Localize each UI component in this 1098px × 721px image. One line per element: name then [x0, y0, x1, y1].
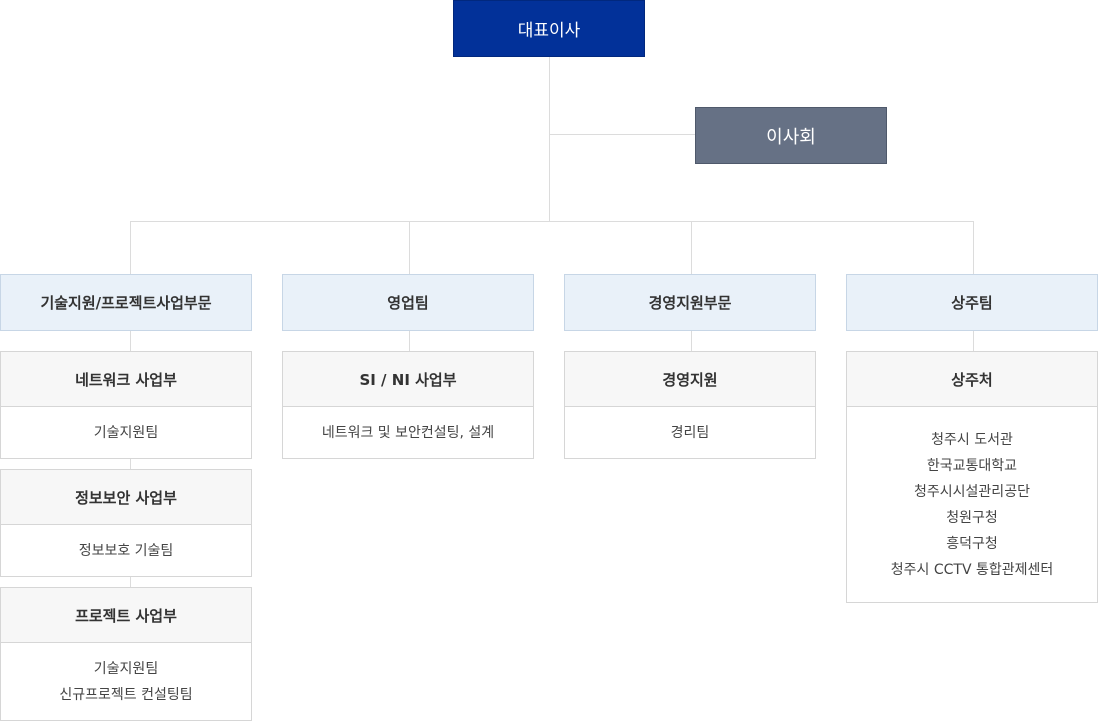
- dept-drop-1: [130, 221, 131, 274]
- unit-title: 경영지원: [565, 352, 815, 407]
- unit-title: 상주처: [847, 352, 1097, 407]
- dept-sales: 영업팀: [282, 274, 534, 331]
- unit-body: 기술지원팀 신규프로젝트 컨설팅팀: [1, 643, 251, 721]
- unit-title: 프로젝트 사업부: [1, 588, 251, 643]
- ceo-label: 대표이사: [517, 21, 581, 41]
- board-box: 이사회: [695, 107, 887, 164]
- team-item: 신규프로젝트 컨설팅팀: [59, 687, 193, 703]
- unit-project: 프로젝트 사업부 기술지원팀 신규프로젝트 컨설팅팀: [0, 587, 252, 721]
- unit-resident-sites: 상주처 청주시 도서관 한국교통대학교 청주시시설관리공단 청원구청 흥덕구청 …: [846, 351, 1098, 603]
- col3-link: [691, 331, 692, 351]
- unit-title: 네트워크 사업부: [1, 352, 251, 407]
- unit-title: SI / NI 사업부: [283, 352, 533, 407]
- dept-drop-3: [691, 221, 692, 274]
- dept-drop-2: [409, 221, 410, 274]
- unit-body: 정보보호 기술팀: [1, 525, 251, 577]
- dept-resident: 상주팀: [846, 274, 1098, 331]
- dept-label: 경영지원부문: [648, 294, 732, 312]
- unit-body: 청주시 도서관 한국교통대학교 청주시시설관리공단 청원구청 흥덕구청 청주시 …: [847, 407, 1097, 603]
- unit-body: 경리팀: [565, 407, 815, 459]
- col1-link-1: [130, 331, 131, 351]
- team-item: 기술지원팀: [93, 425, 159, 441]
- team-item: 경리팀: [670, 425, 710, 441]
- site-item: 청주시 CCTV 통합관제센터: [890, 562, 1054, 578]
- unit-si-ni: SI / NI 사업부 네트워크 및 보안컨설팅, 설계: [282, 351, 534, 459]
- team-item: 네트워크 및 보안컨설팅, 설계: [321, 425, 495, 441]
- board-connector: [549, 134, 695, 135]
- col1-link-3: [130, 577, 131, 587]
- unit-management-support: 경영지원 경리팀: [564, 351, 816, 459]
- unit-body: 네트워크 및 보안컨설팅, 설계: [283, 407, 533, 459]
- site-item: 청주시 도서관: [931, 432, 1013, 448]
- site-item: 청원구청: [946, 510, 998, 526]
- col2-link: [409, 331, 410, 351]
- ceo-box: 대표이사: [453, 0, 645, 57]
- unit-title: 정보보안 사업부: [1, 470, 251, 525]
- unit-body: 기술지원팀: [1, 407, 251, 459]
- dept-horizontal-connector: [130, 221, 974, 222]
- board-label: 이사회: [766, 126, 816, 148]
- dept-drop-4: [973, 221, 974, 274]
- col1-link-2: [130, 459, 131, 469]
- col4-link: [973, 331, 974, 351]
- dept-label: 영업팀: [387, 294, 429, 312]
- site-item: 청주시시설관리공단: [914, 484, 1030, 500]
- unit-security: 정보보안 사업부 정보보호 기술팀: [0, 469, 252, 577]
- dept-management: 경영지원부문: [564, 274, 816, 331]
- site-item: 흥덕구청: [946, 536, 998, 552]
- dept-label: 기술지원/프로젝트사업부문: [40, 294, 212, 312]
- site-item: 한국교통대학교: [926, 458, 1018, 474]
- ceo-connector: [549, 57, 550, 221]
- dept-label: 상주팀: [951, 294, 993, 312]
- unit-network: 네트워크 사업부 기술지원팀: [0, 351, 252, 459]
- team-item: 정보보호 기술팀: [78, 543, 174, 559]
- team-item: 기술지원팀: [93, 661, 159, 677]
- dept-tech-support: 기술지원/프로젝트사업부문: [0, 274, 252, 331]
